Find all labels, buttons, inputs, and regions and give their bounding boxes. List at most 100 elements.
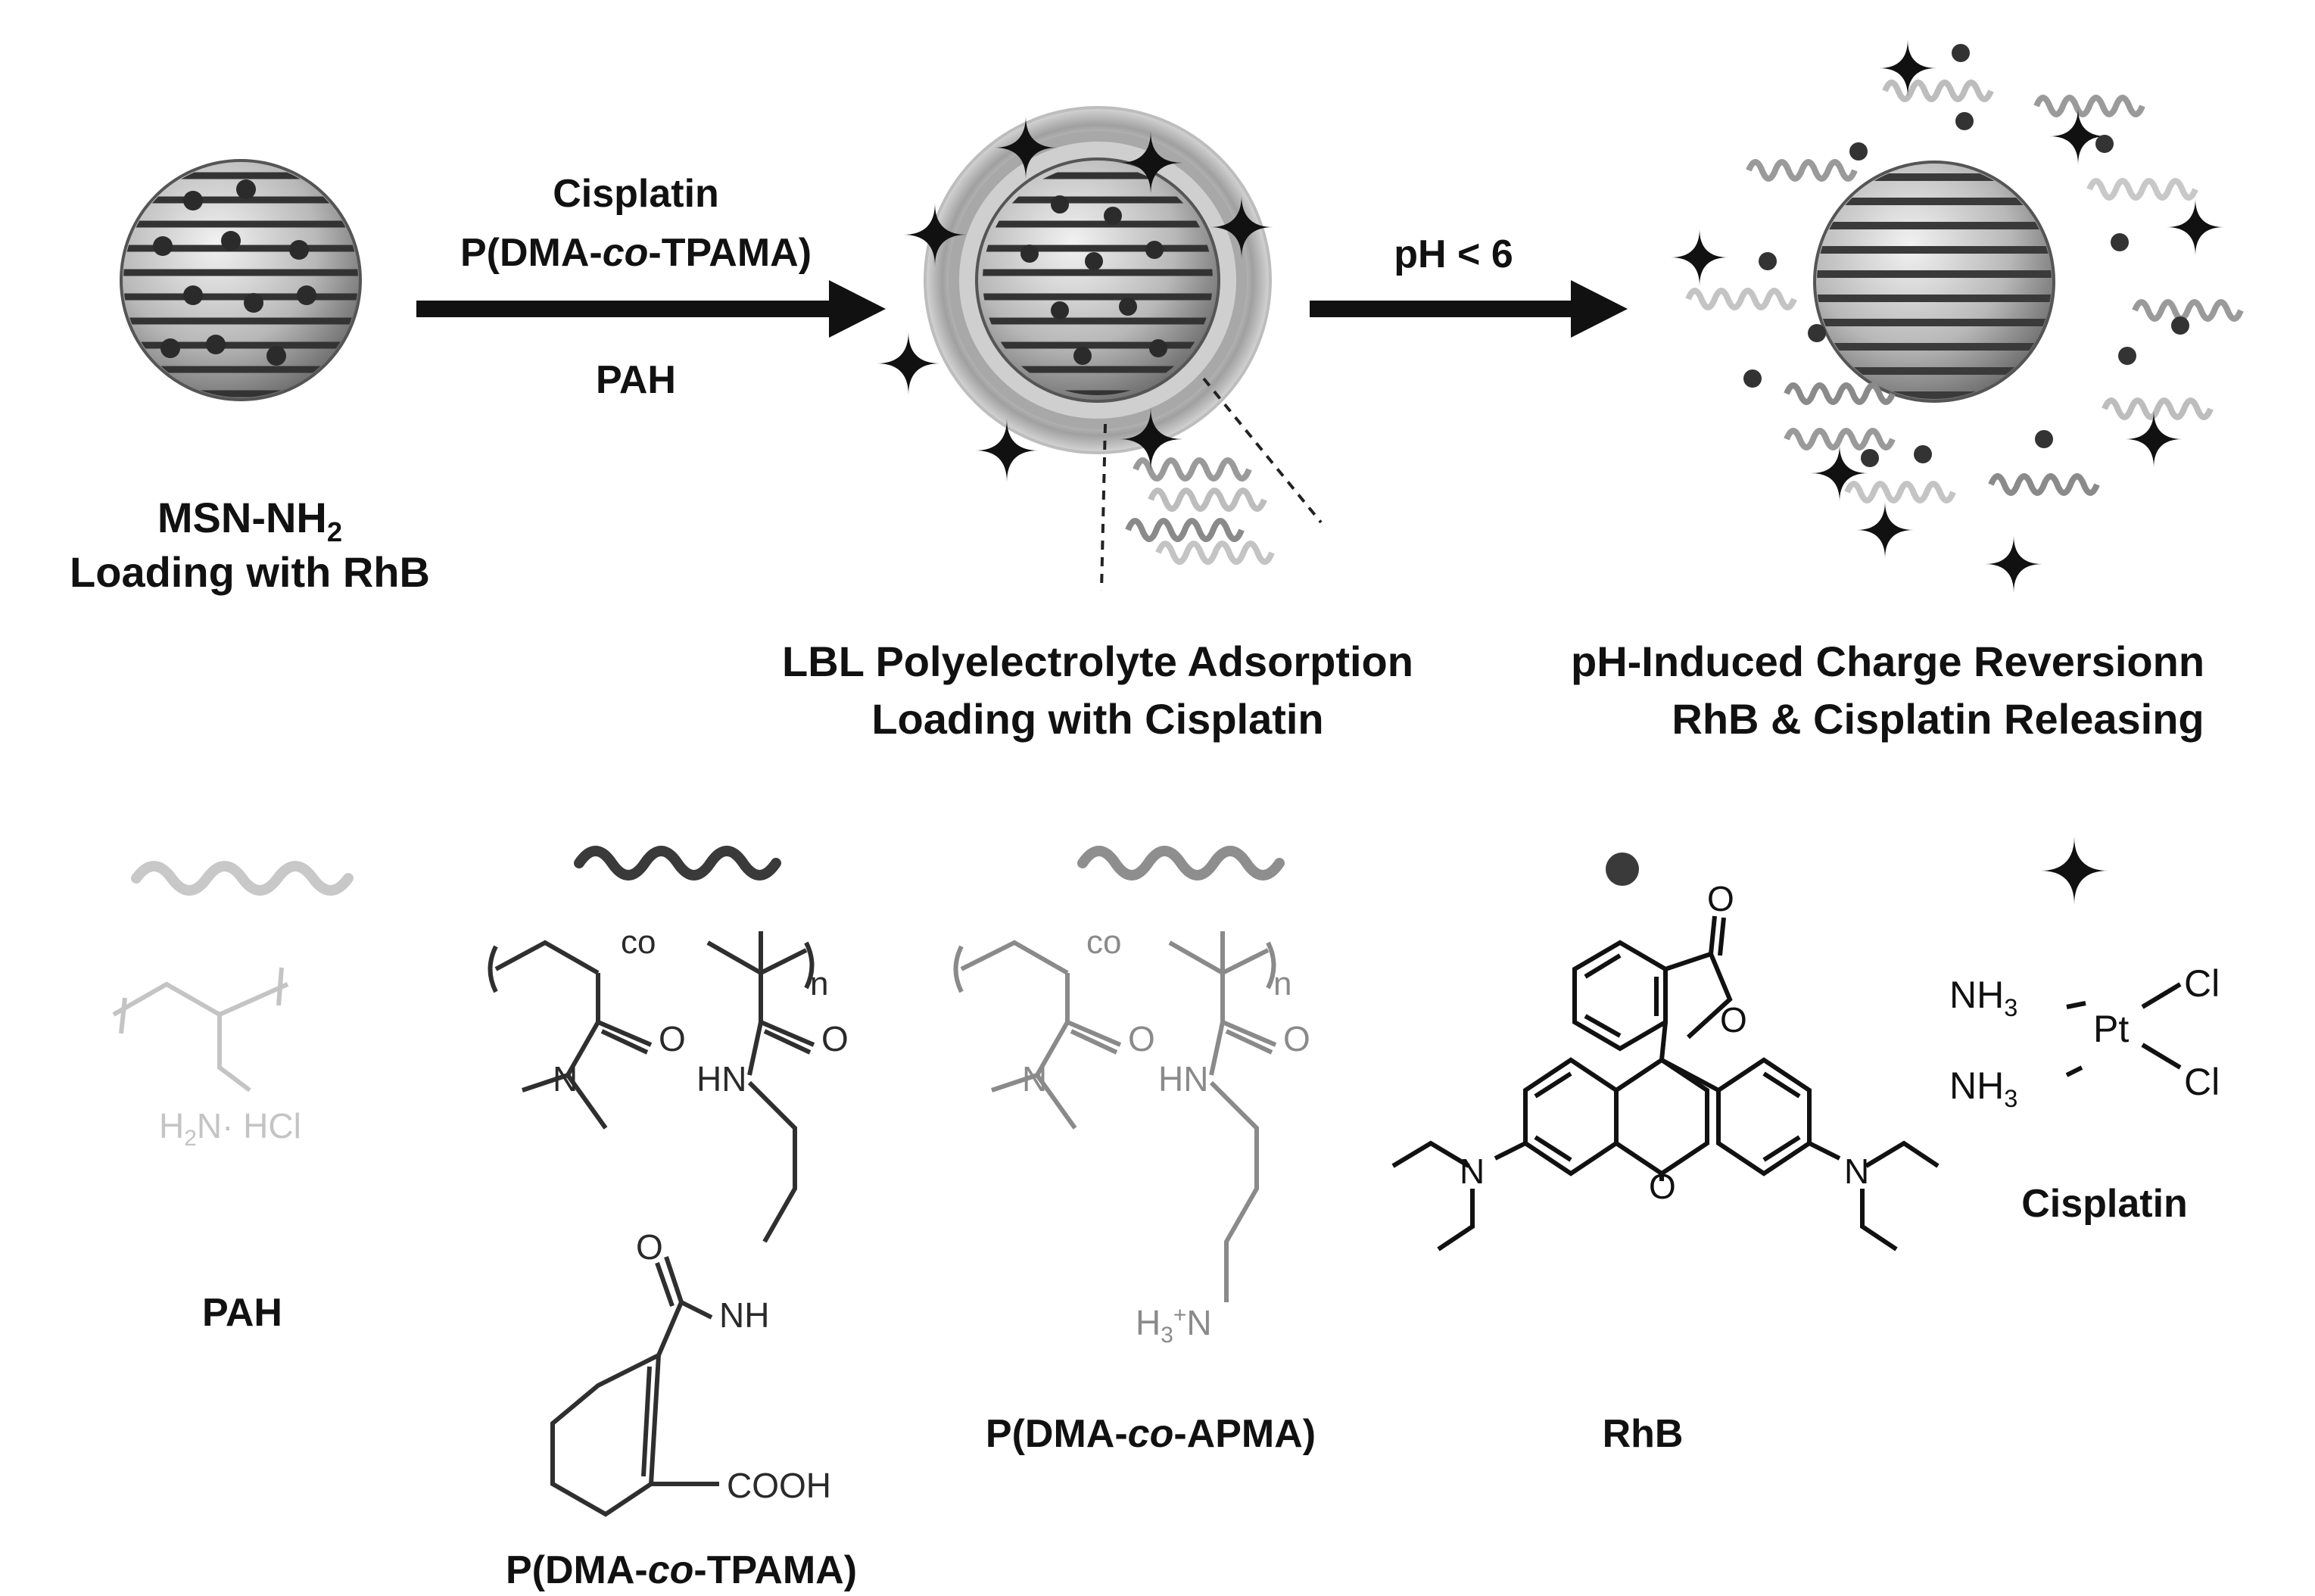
rhb-dot <box>1119 298 1137 316</box>
arrow-1-head <box>829 280 886 338</box>
rhb-n-left: N <box>1460 1152 1485 1191</box>
cisplatin-star <box>1811 444 1868 502</box>
rhb-dot <box>297 285 316 305</box>
rhb-dot <box>1085 252 1103 270</box>
arrow1-label-cisplatin: Cisplatin <box>553 172 719 216</box>
rhb-dot <box>2111 233 2129 251</box>
rhb-dot <box>2095 135 2114 153</box>
tpama-o1: O <box>659 1019 686 1058</box>
apma-hn: HN <box>1158 1059 1209 1099</box>
cis-nh3-bottom-sub: 3 <box>2004 1085 2018 1112</box>
cis-nh3-top-sub: 3 <box>2004 994 2018 1021</box>
rhb-dot <box>1743 369 1762 388</box>
released-chain <box>2132 299 2244 322</box>
cisplatin-star <box>1879 39 1936 97</box>
msn-label-text: MSN-NH <box>157 494 327 541</box>
legend-apma-a: P(DMA- <box>985 1412 1128 1456</box>
apma-n: n <box>1273 965 1292 1002</box>
rhb-dot <box>1149 339 1167 357</box>
released-chain <box>2086 178 2198 201</box>
tpama-structure <box>488 931 815 1517</box>
tpama-o2: O <box>821 1019 849 1058</box>
apma-h-sub: 3 <box>1161 1323 1173 1348</box>
cisplatin-star <box>877 332 940 395</box>
tpama-chain-icon <box>574 846 781 881</box>
rhb-dot <box>1849 142 1868 161</box>
arrow1-polymer-a: P(DMA- <box>460 231 603 275</box>
lbl-label-line2: Loading with Cisplatin <box>871 695 1324 743</box>
cisplatin-star <box>1671 229 1728 286</box>
pah-chain-icon <box>131 861 354 896</box>
cis-cl-top: Cl <box>2184 962 2220 1005</box>
msn-label-sub: 2 <box>326 516 343 548</box>
legend-tpama: P(DMA-co-TPAMA) <box>439 1545 924 1596</box>
msn-label-line2: Loading with RhB <box>70 548 430 596</box>
legend-apma-b: -APMA) <box>1173 1412 1316 1456</box>
released-chain <box>1685 288 1797 310</box>
released-chain <box>1746 159 1858 182</box>
apma-h: H <box>1136 1303 1161 1342</box>
cisplatin-star <box>1119 407 1182 471</box>
legend-pah: PAH <box>202 1291 282 1335</box>
legend-tpama-it: co <box>647 1548 694 1592</box>
released-chain <box>1784 382 1896 405</box>
legend-rhb: RhB <box>1602 1412 1684 1456</box>
rhb-dot <box>183 191 203 210</box>
cisplatin-star <box>2125 410 2183 468</box>
pah-amine: H2N· HCl <box>159 1105 301 1152</box>
zoom-chain <box>1148 488 1267 512</box>
rhb-dot <box>266 346 286 366</box>
rhb-dot <box>153 236 173 256</box>
reversion-label-line2: RhB & Cisplatin Releasing <box>1672 695 2204 743</box>
rhb-dot <box>221 231 241 251</box>
arrow1-polymer-it: co <box>602 231 649 275</box>
rhb-dot <box>1145 241 1164 259</box>
apma-n-atom: N <box>1022 1059 1048 1099</box>
rhb-dot <box>289 240 309 260</box>
cisplatin-star <box>2049 108 2107 165</box>
pah-structure <box>112 967 289 1093</box>
cisplatin-star <box>975 419 1039 482</box>
legend-apma: P(DMA-co-APMA) <box>924 1408 1378 1460</box>
arrow2-label-ph: pH < 6 <box>1394 232 1513 276</box>
tpama-hn: HN <box>696 1059 747 1099</box>
apma-n-last: N <box>1186 1303 1212 1342</box>
rhb-dot <box>1051 195 1069 214</box>
rhb-o-xanthene: O <box>1649 1167 1676 1206</box>
tpama-n-atom: N <box>553 1059 578 1099</box>
released-chain <box>1844 481 1956 503</box>
tpama-nh: NH <box>719 1295 770 1335</box>
arrow-2-head <box>1571 280 1628 338</box>
rhb-dot-icon <box>1606 853 1639 886</box>
released-chain <box>2102 397 2214 420</box>
rhb-dot <box>2035 430 2053 448</box>
zoom-chain <box>1133 457 1252 482</box>
legend-cisplatin: Cisplatin <box>2021 1182 2188 1226</box>
rhb-dot <box>236 179 256 199</box>
rhb-dot <box>1861 449 1879 467</box>
rhb-dot <box>1020 245 1039 263</box>
cis-cl-bottom: Cl <box>2184 1061 2220 1103</box>
released-chain <box>1882 79 1994 102</box>
rhb-dot <box>160 338 180 358</box>
tpama-cooh: COOH <box>727 1466 831 1505</box>
cisplatin-structure <box>2065 982 2182 1077</box>
cis-pt: Pt <box>2093 1008 2130 1050</box>
cisplatin-star <box>903 203 967 267</box>
zoom-chain <box>1125 518 1245 542</box>
apma-co: co <box>1086 924 1122 961</box>
rhb-dot <box>1104 207 1122 225</box>
tpama-o3: O <box>636 1227 663 1267</box>
cisplatin-star <box>1119 131 1182 195</box>
reversion-label-line1: pH-Induced Charge Reversionn <box>1571 637 2205 685</box>
tpama-n: n <box>810 965 829 1002</box>
rhb-dot <box>1808 324 1826 342</box>
cisplatin-star <box>2167 198 2224 256</box>
rhb-structure <box>1391 915 1940 1252</box>
pah-h-sub: 2 <box>184 1126 197 1152</box>
cisplatin-star-icon <box>2040 837 2108 905</box>
rhb-dot <box>1759 252 1777 270</box>
rhb-dot <box>206 335 226 354</box>
tpama-co: co <box>621 924 656 961</box>
